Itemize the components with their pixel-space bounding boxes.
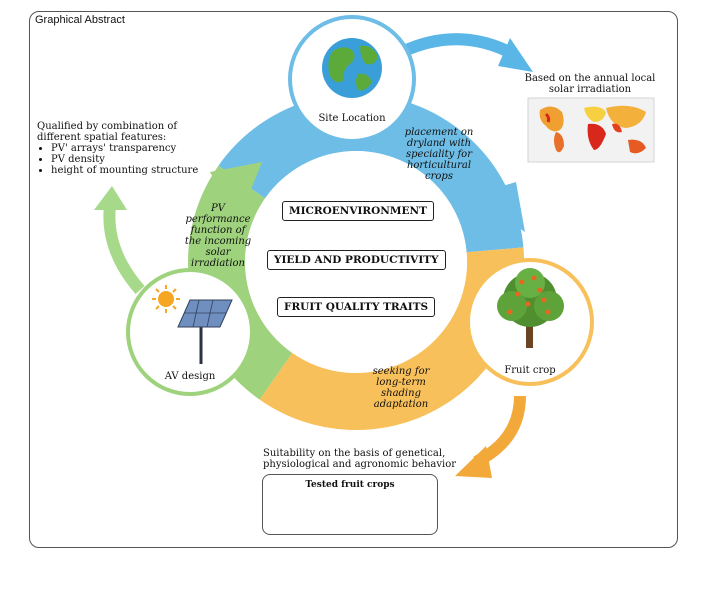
blue-arc-sector bbox=[218, 94, 524, 253]
yield-productivity-box: YIELD AND PRODUCTIVITY bbox=[267, 250, 446, 270]
blue-external-arrowhead bbox=[498, 38, 533, 72]
tested-fruit-crops-box: Tested fruit crops bbox=[262, 474, 438, 535]
site-location-label: Site Location bbox=[318, 113, 386, 124]
irradiation-map-frame bbox=[527, 97, 655, 163]
sun-icon bbox=[152, 285, 180, 313]
blue-external-arrow bbox=[399, 33, 518, 61]
feature-item: height of mounting structure bbox=[51, 165, 212, 176]
green-external-arrow bbox=[103, 204, 145, 294]
suitability-text: Suitability on the basis of genetical,ph… bbox=[263, 448, 457, 470]
pv-panel-icon bbox=[177, 299, 233, 364]
tree-icon bbox=[497, 268, 564, 348]
av-design-label: AV design bbox=[164, 371, 216, 382]
feature-item: PV' arrays' transparency bbox=[51, 143, 212, 154]
green-arc-arrowhead bbox=[210, 162, 262, 222]
globe-icon bbox=[322, 38, 382, 98]
green-external-arrowhead bbox=[94, 186, 127, 210]
fruit-crop-label: Fruit crop bbox=[504, 365, 556, 376]
page-title: Graphical Abstract bbox=[35, 14, 125, 26]
spatial-features-text: Qualified by combination of different sp… bbox=[37, 121, 212, 176]
yellow-arc-sector bbox=[259, 247, 525, 431]
orange-external-arrowhead bbox=[455, 446, 492, 478]
blue-arc-arrowhead bbox=[470, 182, 525, 232]
tested-fruit-crops-title: Tested fruit crops bbox=[305, 480, 395, 490]
microenvironment-box: MICROENVIRONMENT bbox=[282, 201, 434, 221]
irradiation-map bbox=[528, 98, 654, 162]
feature-item: PV density bbox=[51, 154, 212, 165]
fruit-quality-box: FRUIT QUALITY TRAITS bbox=[277, 297, 436, 317]
